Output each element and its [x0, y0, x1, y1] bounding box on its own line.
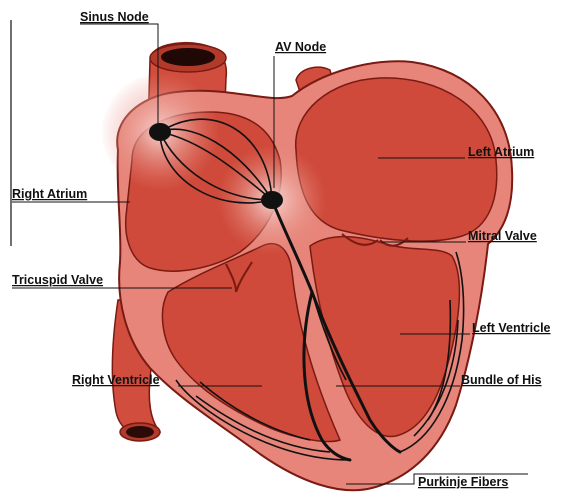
- label-right-ventricle: Right Ventricle: [72, 373, 160, 387]
- label-right-atrium: Right Atrium: [12, 187, 87, 201]
- label-tricuspid-valve: Tricuspid Valve: [12, 273, 103, 287]
- label-left-ventricle: Left Ventricle: [472, 321, 551, 335]
- label-sinus-node: Sinus Node: [80, 10, 149, 24]
- label-bundle-of-his: Bundle of His: [461, 373, 542, 387]
- av-node-marker: [261, 191, 283, 209]
- label-mitral-valve: Mitral Valve: [468, 229, 537, 243]
- label-left-atrium: Left Atrium: [468, 145, 534, 159]
- label-av-node: AV Node: [275, 40, 326, 54]
- label-purkinje-fibers: Purkinje Fibers: [418, 475, 508, 489]
- sinus-node-marker: [149, 123, 171, 141]
- svc-opening: [161, 48, 215, 66]
